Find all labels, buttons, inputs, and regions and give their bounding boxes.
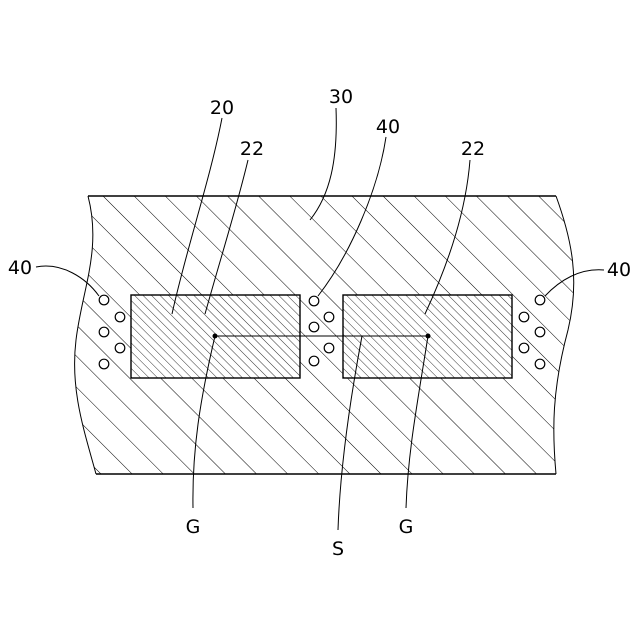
label-centroid-left: G — [186, 516, 201, 538]
via-hole — [535, 327, 545, 337]
label-centroid-right: G — [399, 516, 414, 538]
via-hole — [99, 295, 109, 305]
via-hole — [535, 359, 545, 369]
via-hole — [519, 343, 529, 353]
via-hole — [324, 343, 334, 353]
via-hole — [309, 356, 319, 366]
label-chip-right: 22 — [461, 138, 485, 160]
via-hole — [99, 359, 109, 369]
label-spacing: S — [332, 538, 344, 560]
via-hole — [535, 295, 545, 305]
via-hole — [519, 312, 529, 322]
label-via-left: 40 — [8, 257, 32, 279]
label-chip-left: 22 — [240, 138, 264, 160]
label-via-middle: 40 — [376, 116, 400, 138]
via-hole — [309, 322, 319, 332]
via-hole — [115, 343, 125, 353]
label-via-right: 40 — [607, 259, 631, 281]
via-hole — [99, 327, 109, 337]
label-chip-body: 20 — [210, 97, 234, 119]
via-hole — [115, 312, 125, 322]
label-board: 30 — [329, 86, 353, 108]
via-hole — [309, 296, 319, 306]
via-hole — [324, 312, 334, 322]
